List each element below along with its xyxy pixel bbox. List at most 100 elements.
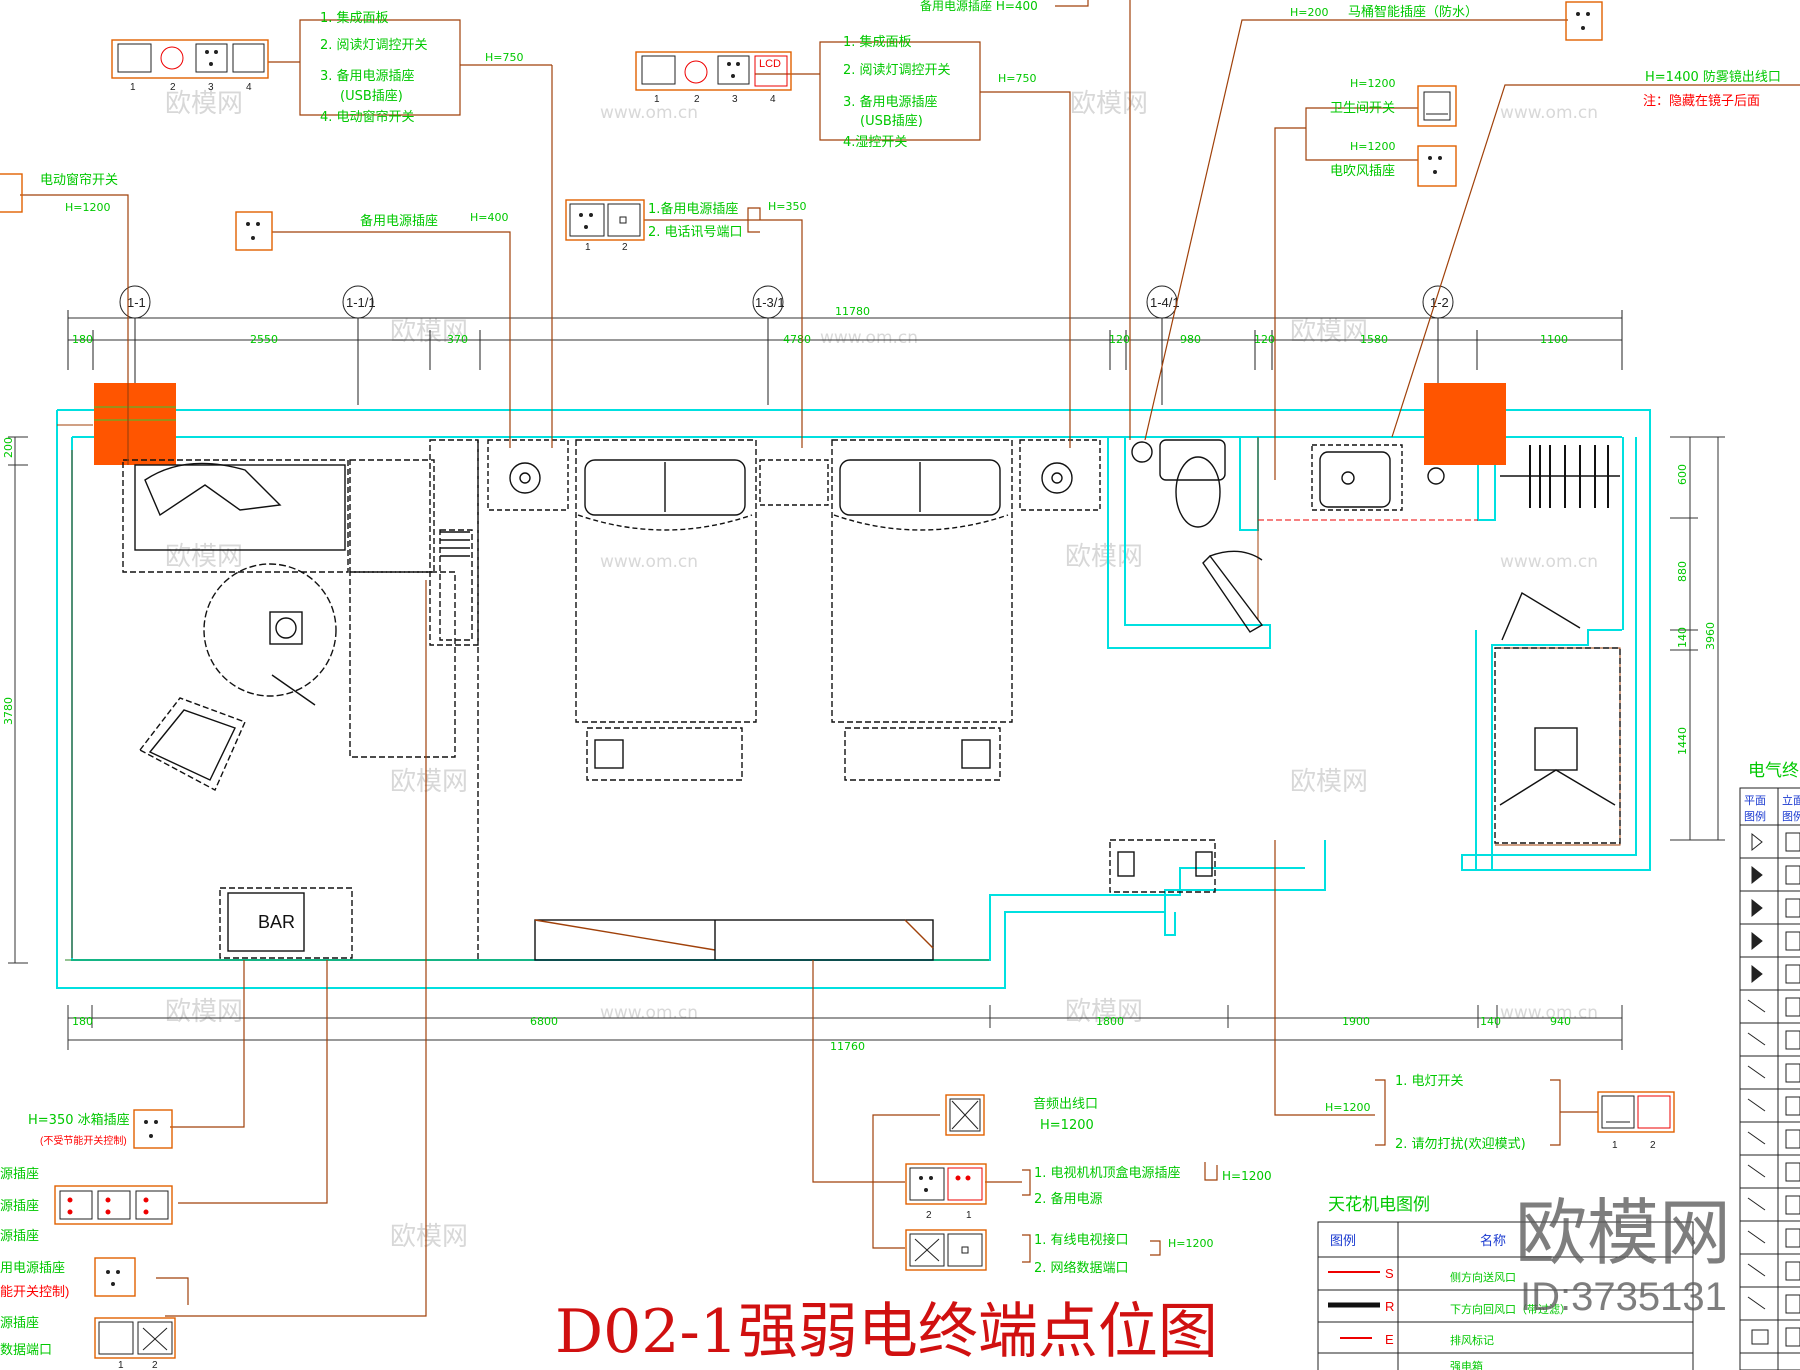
dim-seg: 2550 bbox=[250, 333, 278, 346]
callout-spare-top: 备用电源插座 H=400 bbox=[920, 0, 1038, 13]
svg-text:用电源插座: 用电源插座 bbox=[0, 1261, 65, 1276]
dims-right-labels: 600 880 140 1440 3960 bbox=[1676, 464, 1717, 755]
svg-text:名称: 名称 bbox=[1480, 1233, 1506, 1248]
watermark-tile: 欧模网 bbox=[390, 317, 468, 347]
furniture bbox=[122, 439, 1621, 961]
svg-text:1.备用电源插座: 1.备用电源插座 bbox=[648, 201, 738, 217]
dims-right bbox=[1670, 436, 1725, 841]
svg-text:H=200: H=200 bbox=[1290, 6, 1328, 19]
watermark-tile: 欧模网 bbox=[390, 767, 468, 797]
svg-text:备用电源插座: 备用电源插座 bbox=[360, 213, 438, 229]
svg-text:2: 2 bbox=[152, 1360, 158, 1370]
svg-text:4: 4 bbox=[246, 82, 252, 93]
watermark-tile: 欧模网 bbox=[1290, 767, 1368, 797]
callout-bedhead-right: 1. 集成面板 2. 阅读灯调控开关 3. 备用电源插座 (USB插座) 4.湿… bbox=[654, 34, 1036, 150]
svg-text:1: 1 bbox=[585, 242, 591, 253]
svg-text:3. 备用电源插座: 3. 备用电源插座 bbox=[843, 94, 938, 110]
svg-text:数据端口: 数据端口 bbox=[0, 1343, 52, 1358]
dim-left: 200 bbox=[2, 437, 15, 458]
svg-text:2: 2 bbox=[1650, 1140, 1656, 1151]
svg-text:1: 1 bbox=[1612, 1140, 1618, 1151]
svg-text:天花机电图例: 天花机电图例 bbox=[1328, 1195, 1430, 1215]
svg-text:电吹风插座: 电吹风插座 bbox=[1330, 164, 1395, 179]
svg-text:(不受节能开关控制): (不受节能开关控制) bbox=[40, 1134, 127, 1147]
svg-text:R: R bbox=[1385, 1299, 1394, 1314]
svg-text:图例: 图例 bbox=[1330, 1233, 1356, 1248]
watermark-url: www.om.cn bbox=[1500, 552, 1598, 572]
svg-text:H=750: H=750 bbox=[485, 51, 523, 64]
axis-label: 1-1/1 bbox=[346, 295, 376, 310]
watermark-tile: 欧模网 bbox=[165, 89, 243, 119]
callout-audio: 音频出线口 H=1200 bbox=[1033, 1096, 1098, 1133]
callout-curtain: 电动窗帘开关 H=1200 bbox=[40, 172, 118, 214]
svg-text:欧模网: 欧模网 bbox=[1515, 1194, 1731, 1274]
svg-text:H=1400 防雾镜出线口: H=1400 防雾镜出线口 bbox=[1645, 69, 1781, 85]
svg-text:(USB插座): (USB插座) bbox=[860, 114, 923, 129]
dims-top-labels: 11780 180 2550 370 4780 120 980 120 1580… bbox=[72, 305, 1568, 346]
dims-left bbox=[8, 436, 28, 964]
watermark-tile: 欧模网 bbox=[1070, 89, 1148, 119]
axis-label: 1-2 bbox=[1430, 295, 1449, 310]
svg-text:1: 1 bbox=[118, 1360, 124, 1370]
svg-text:H=1200: H=1200 bbox=[1040, 1118, 1094, 1133]
dim-total-top: 11780 bbox=[835, 305, 870, 318]
dim-right: 880 bbox=[1676, 561, 1689, 582]
svg-text:注：隐藏在镜子后面: 注：隐藏在镜子后面 bbox=[1643, 93, 1760, 108]
axis-label: 1-4/1 bbox=[1150, 295, 1180, 310]
dim-left: 3780 bbox=[2, 697, 15, 725]
axis-label: 1-3/1 bbox=[755, 295, 785, 310]
svg-text:4. 电动窗帘开关: 4. 电动窗帘开关 bbox=[320, 109, 415, 125]
svg-text:E: E bbox=[1385, 1332, 1394, 1347]
svg-text:H=350 冰箱插座: H=350 冰箱插座 bbox=[28, 1112, 130, 1128]
brand-watermark: 欧模网 ID:3735131 bbox=[1515, 1194, 1731, 1319]
dim-seg: 940 bbox=[1550, 1015, 1571, 1028]
svg-text:4.湿控开关: 4.湿控开关 bbox=[843, 135, 907, 150]
svg-text:马桶智能插座（防水）: 马桶智能插座（防水） bbox=[1348, 4, 1478, 20]
svg-text:源插座: 源插座 bbox=[0, 1229, 39, 1244]
svg-text:1. 电视机机顶盒电源插座: 1. 电视机机顶盒电源插座 bbox=[1034, 1165, 1181, 1181]
dim-seg: 1800 bbox=[1096, 1015, 1124, 1028]
watermark-tile: 欧模网 bbox=[1065, 542, 1143, 572]
svg-text:3: 3 bbox=[732, 94, 738, 105]
svg-text:3. 备用电源插座: 3. 备用电源插座 bbox=[320, 68, 415, 84]
svg-text:H=1200: H=1200 bbox=[65, 201, 110, 214]
dim-right-total: 3960 bbox=[1704, 622, 1717, 650]
svg-text:2. 阅读灯调控开关: 2. 阅读灯调控开关 bbox=[843, 63, 951, 78]
svg-text:卫生间开关: 卫生间开关 bbox=[1330, 101, 1395, 116]
svg-text:H=1200: H=1200 bbox=[1350, 77, 1395, 90]
svg-text:图例: 图例 bbox=[1782, 809, 1800, 823]
svg-text:(USB插座): (USB插座) bbox=[340, 89, 403, 104]
axis-labels: 1-1 1-1/1 1-3/1 1-4/1 1-2 bbox=[127, 295, 1449, 310]
svg-text:源插座: 源插座 bbox=[0, 1199, 39, 1214]
svg-text:H=1200: H=1200 bbox=[1222, 1169, 1272, 1183]
lcd-label: LCD bbox=[759, 58, 781, 70]
svg-text:立面: 立面 bbox=[1782, 793, 1800, 807]
leader-lines bbox=[20, 0, 1800, 1317]
svg-text:1: 1 bbox=[130, 82, 136, 93]
callout-fridge: H=350 冰箱插座 (不受节能开关控制) bbox=[28, 1112, 130, 1147]
watermark-url: www.om.cn bbox=[600, 103, 698, 123]
svg-text:源插座: 源插座 bbox=[0, 1316, 39, 1331]
svg-text:2: 2 bbox=[622, 242, 628, 253]
watermark-tile: 欧模网 bbox=[1290, 317, 1368, 347]
svg-text:排风标记: 排风标记 bbox=[1450, 1333, 1494, 1347]
svg-text:1. 集成面板: 1. 集成面板 bbox=[843, 34, 912, 50]
callout-cable: 1. 有线电视接口 2. 网络数据端口 H=1200 bbox=[1034, 1232, 1213, 1276]
dim-right: 1440 bbox=[1676, 727, 1689, 755]
dim-seg: 6800 bbox=[530, 1015, 558, 1028]
dim-seg: 980 bbox=[1180, 333, 1201, 346]
svg-text:2: 2 bbox=[170, 82, 176, 93]
svg-text:H=350: H=350 bbox=[768, 200, 806, 213]
svg-text:2. 备用电源: 2. 备用电源 bbox=[1034, 1191, 1103, 1207]
callout-bath: H=1200 卫生间开关 H=1200 电吹风插座 bbox=[1330, 77, 1395, 179]
callout-toilet-socket: H=200 马桶智能插座（防水） bbox=[1290, 4, 1478, 20]
svg-text:电气终: 电气终 bbox=[1748, 761, 1799, 781]
svg-text:强电箱: 强电箱 bbox=[1450, 1359, 1483, 1370]
column-right bbox=[1424, 383, 1506, 465]
socket-marks bbox=[59, 12, 1671, 1355]
watermark-tiles: 欧模网 欧模网 欧模网 欧模网 欧模网 欧模网 欧模网 欧模网 欧模网 欧模网 … bbox=[165, 89, 1368, 1252]
bar-label: BAR bbox=[258, 912, 295, 932]
legend-electrical: 电气终 平面 图例 立面 图例 bbox=[1739, 761, 1800, 1370]
dim-right: 140 bbox=[1676, 627, 1689, 648]
